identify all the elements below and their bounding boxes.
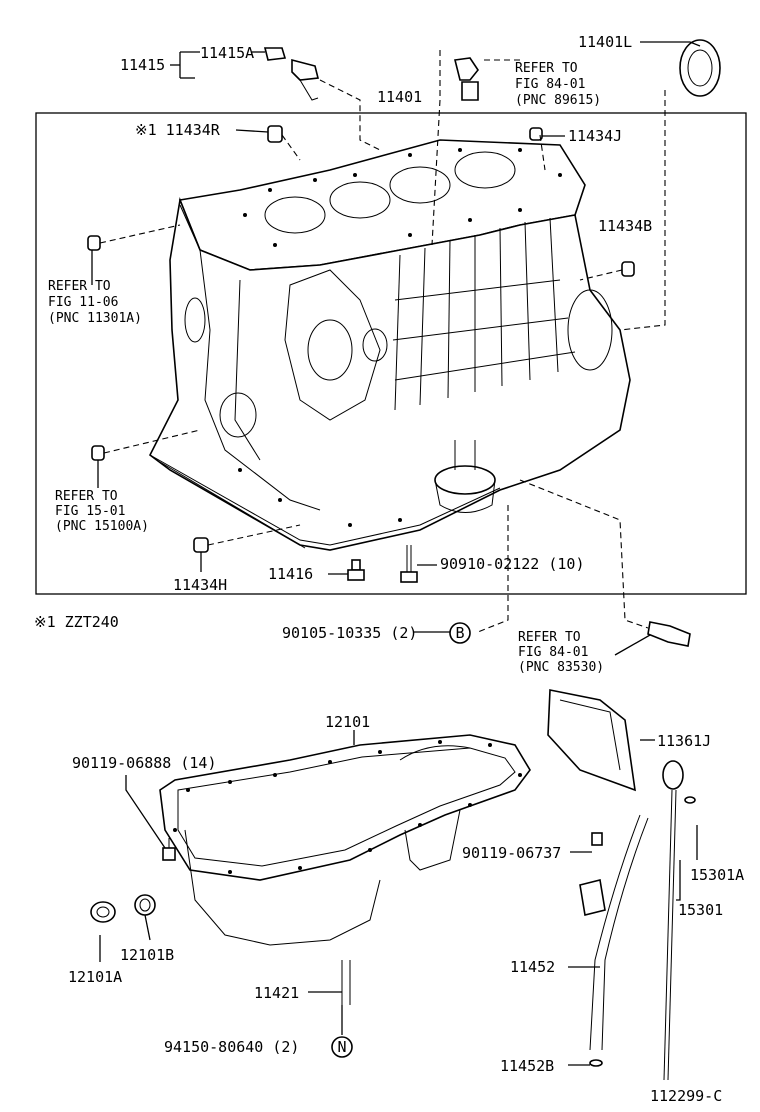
- block-group-frame: [35, 112, 747, 595]
- label-11361J: 11361J: [657, 732, 711, 750]
- label-11401: 11401: [377, 88, 422, 106]
- bolt-90910-drawing: [400, 545, 418, 583]
- label-11401L: 11401L: [578, 33, 632, 51]
- oil-pan-bolt-drawing: [162, 838, 176, 861]
- o-ring-15301A-drawing: [684, 796, 696, 804]
- label-11415A: 11415A: [200, 44, 254, 62]
- cylinder-block-drawing: [148, 139, 631, 551]
- leaders-lower: [99, 730, 698, 1066]
- ref-15100-line1: REFER TO: [55, 489, 118, 504]
- label-90119-06737: 90119-06737: [462, 844, 561, 862]
- label-12101B: 12101B: [120, 946, 174, 964]
- ref-83530-line3: (PNC 83530): [518, 660, 604, 675]
- label-11415: 11415: [120, 56, 165, 74]
- label-11416: 11416: [268, 565, 313, 583]
- ref-15100-line3: (PNC 15100A): [55, 519, 149, 534]
- drain-plug-12101A-drawing: [90, 901, 116, 923]
- figure-code: 112299-C: [650, 1087, 722, 1105]
- oil-pressure-switch-drawing: [647, 621, 691, 647]
- label-94150: 94150-80640 (2): [164, 1038, 299, 1056]
- oil-pan-drawing: [159, 734, 531, 946]
- label-15301A: 15301A: [690, 866, 744, 884]
- gauge-guide-tube-drawing: [579, 814, 649, 1067]
- label-11452B: 11452B: [500, 1057, 554, 1075]
- label-11434R: ※1 11434R: [135, 121, 221, 139]
- ref-11301-line1: REFER TO: [48, 279, 111, 294]
- label-90119-06888: 90119-06888 (14): [72, 754, 217, 772]
- label-12101A: 12101A: [68, 968, 122, 986]
- svg-text:B: B: [455, 624, 464, 642]
- label-11434H: 11434H: [173, 576, 227, 594]
- ref-89615-line1: REFER TO: [515, 61, 578, 76]
- ref-89615-line3: (PNC 89615): [515, 93, 601, 108]
- label-12101: 12101: [325, 713, 370, 731]
- label-15301: 15301: [678, 901, 723, 919]
- label-11434J: 11434J: [568, 127, 622, 145]
- oil-seal-11401L-drawing: [679, 39, 721, 97]
- leaders-block: [91, 41, 701, 656]
- label-11452: 11452: [510, 958, 555, 976]
- oil-level-gauge-drawing: [662, 760, 684, 1081]
- ref-11301-line2: FIG 11-06: [48, 295, 118, 310]
- label-11421: 11421: [254, 984, 299, 1002]
- marker-n: N: [331, 1036, 353, 1058]
- svg-text:N: N: [337, 1038, 346, 1056]
- dashed-leaders-block: [99, 50, 666, 633]
- label-11434B: 11434B: [598, 217, 652, 235]
- ref-15100-line2: FIG 15-01: [55, 504, 125, 519]
- knock-sensor-drawing: [454, 57, 479, 101]
- drain-plug-11416-drawing: [347, 559, 365, 581]
- gasket-12101B-drawing: [134, 894, 156, 916]
- label-90105: 90105-10335 (2): [282, 624, 417, 642]
- stud-11421-drawing: [341, 960, 351, 1005]
- ref-11301-line3: (PNC 11301A): [48, 311, 142, 326]
- marker-b: B: [449, 622, 471, 644]
- note-zzt240: ※1 ZZT240: [34, 613, 119, 631]
- ref-89615-line2: FIG 84-01: [515, 77, 585, 92]
- baffle-11361J-drawing: [547, 689, 636, 792]
- ref-83530-line2: FIG 84-01: [518, 645, 588, 660]
- label-90910: 90910-02122 (10): [440, 555, 585, 573]
- sensor-11415-drawing: [263, 47, 319, 101]
- ref-83530-line1: REFER TO: [518, 630, 581, 645]
